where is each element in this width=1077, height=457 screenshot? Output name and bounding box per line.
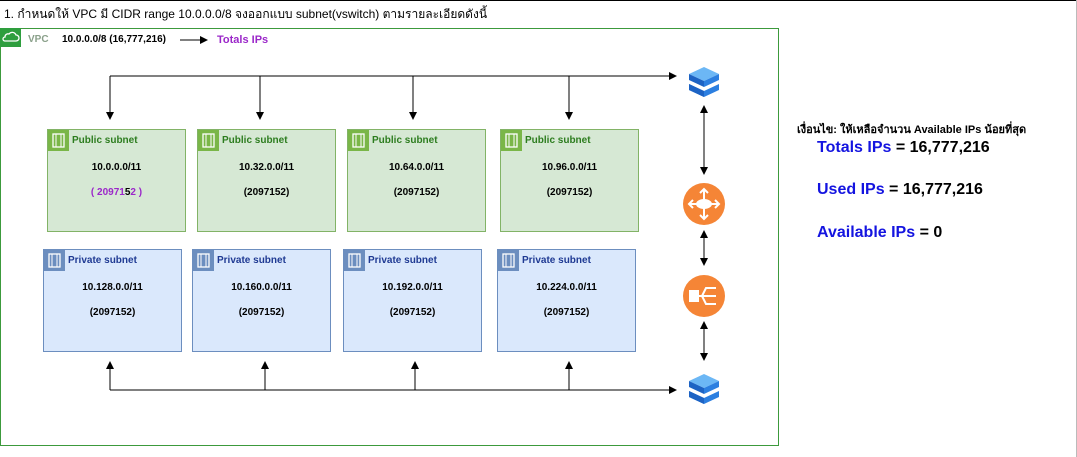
subnet-cidr: 10.128.0.0/11: [82, 282, 143, 293]
public-subnet-2: Public subnet 10.32.0.0/11 (2097152): [197, 129, 336, 232]
totals-ips-key: Totals IPs: [817, 139, 892, 156]
subnet-title: Private subnet: [522, 255, 591, 266]
public-subnet-4: Public subnet 10.96.0.0/11 (2097152): [500, 129, 639, 232]
subnet-icon: [501, 130, 522, 151]
used-ips-key: Used IPs: [817, 181, 885, 198]
subnet-ip-count-open: ( 20971: [90, 187, 125, 198]
subnet-ip-count: (2097152): [543, 307, 590, 318]
subnet-icon: [44, 250, 65, 271]
subnet-ip-count: (2097152): [389, 307, 436, 318]
question-header: 1. กำหนดให้ VPC มี CIDR range 10.0.0.0/8…: [4, 7, 488, 21]
public-subnet-1: Public subnet 10.0.0.0/11 ( 2097152 ): [47, 129, 186, 232]
server-stack-icon: [689, 67, 719, 97]
vpc-label: VPC: [28, 34, 49, 45]
subnet-cidr: 10.0.0.0/11: [91, 162, 142, 173]
subnet-ip-count: (2097152): [393, 187, 440, 198]
subnet-cidr: 10.224.0.0/11: [536, 282, 597, 293]
subnet-icon: [193, 250, 214, 271]
subnet-icon: [498, 250, 519, 271]
load-balancer-icon: [683, 275, 725, 317]
vpc-cidr: 10.0.0.0/8 (16,777,216): [62, 34, 166, 45]
used-ips-stat: Used IPs = 16,777,216: [817, 181, 983, 199]
used-ips-value: = 16,777,216: [884, 181, 983, 198]
totals-ips-value: = 16,777,216: [891, 139, 990, 156]
subnet-title: Public subnet: [372, 135, 438, 146]
available-ips-value: = 0: [915, 224, 943, 241]
private-subnet-1: Private subnet 10.128.0.0/11 (2097152): [43, 249, 182, 352]
subnet-cidr: 10.64.0.0/11: [388, 162, 445, 173]
private-subnet-2: Private subnet 10.160.0.0/11 (2097152): [192, 249, 331, 352]
vpc-container: [0, 28, 779, 446]
subnet-icon: [198, 130, 219, 151]
subnet-title: Public subnet: [72, 135, 138, 146]
subnet-title: Private subnet: [68, 255, 137, 266]
available-ips-key: Available IPs: [817, 224, 916, 241]
private-subnet-3: Private subnet 10.192.0.0/11 (2097152): [343, 249, 482, 352]
private-subnet-4: Private subnet 10.224.0.0/11 (2097152): [497, 249, 636, 352]
subnet-ip-count: (2097152): [238, 307, 285, 318]
subnet-icon: [348, 130, 369, 151]
top-border: [0, 0, 1077, 1]
subnet-icon: [344, 250, 365, 271]
public-subnet-3: Public subnet 10.64.0.0/11 (2097152): [347, 129, 486, 232]
server-stack-icon: [689, 374, 719, 404]
subnet-cidr: 10.32.0.0/11: [238, 162, 295, 173]
subnet-cidr: 10.96.0.0/11: [541, 162, 598, 173]
subnet-ip-count: (2097152): [89, 307, 136, 318]
available-ips-stat: Available IPs = 0: [817, 224, 942, 242]
subnet-ip-count: (2097152): [546, 187, 593, 198]
subnet-cidr: 10.160.0.0/11: [231, 282, 292, 293]
cloud-icon: [0, 28, 21, 47]
vpc-totals-label: Totals IPs: [217, 34, 269, 46]
subnet-cidr: 10.192.0.0/11: [382, 282, 443, 293]
router-icon: [683, 183, 725, 225]
subnet-ip-count-mid: 5: [124, 187, 131, 198]
subnet-icon: [48, 130, 69, 151]
subnet-title: Private subnet: [217, 255, 286, 266]
subnet-ip-count-close: 2 ): [130, 187, 143, 198]
subnet-title: Public subnet: [525, 135, 591, 146]
subnet-title: Private subnet: [368, 255, 437, 266]
subnet-title: Public subnet: [222, 135, 288, 146]
subnet-ip-count: ( 2097152 ): [48, 187, 185, 198]
totals-ips-stat: Totals IPs = 16,777,216: [817, 139, 990, 157]
condition-title: เงื่อนไข: ให้เหลือจำนวน Available IPs น้…: [797, 124, 1027, 136]
subnet-ip-count: (2097152): [243, 187, 290, 198]
